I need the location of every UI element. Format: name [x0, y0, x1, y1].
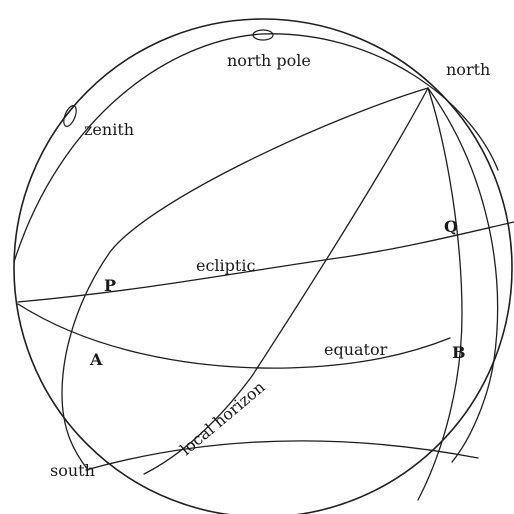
- local-horizon-label: local horizon: [176, 377, 268, 459]
- south-great-circle: [86, 441, 478, 470]
- b-label: B: [452, 343, 466, 362]
- q-label: Q: [444, 217, 458, 236]
- p-label: P: [104, 276, 116, 295]
- right-edge-curve: [428, 88, 498, 462]
- ecliptic-label: ecliptic: [196, 256, 255, 275]
- q-b-curve: [418, 88, 462, 500]
- meridian-curve: [62, 88, 428, 470]
- north-pole-label: north pole: [227, 51, 311, 70]
- zenith-label: zenith: [84, 120, 134, 139]
- north-label: north: [446, 60, 490, 79]
- south-label: south: [50, 461, 95, 480]
- a-label: A: [89, 350, 103, 369]
- equator-label: equator: [324, 340, 388, 359]
- sphere-outline: [14, 19, 512, 514]
- ecliptic-curve: [18, 222, 514, 302]
- zenith-marker: [61, 104, 79, 128]
